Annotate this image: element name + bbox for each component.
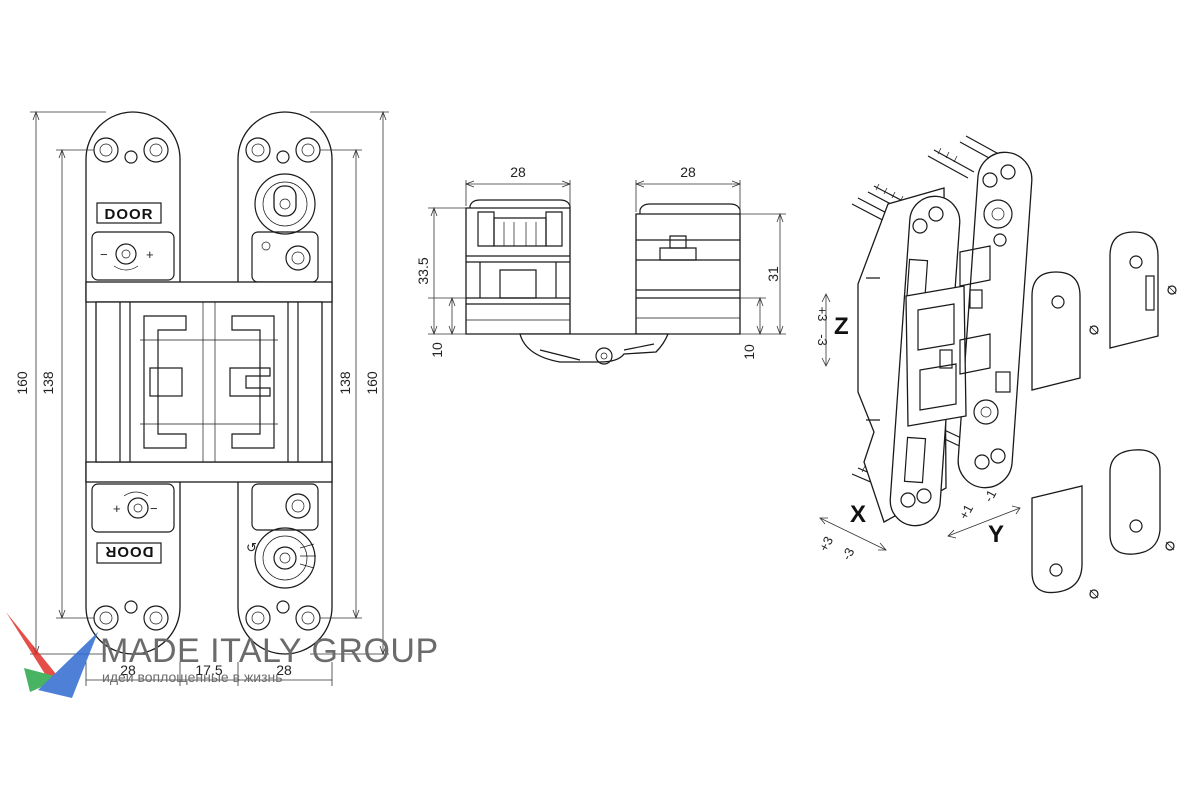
dim-width-left: 28 [120, 662, 136, 678]
isometric-view: Z +3 -3 X +3 -3 Y +1 -1 [815, 135, 1177, 599]
cover-cap-1 [1031, 271, 1081, 391]
top-dim-offset-right: 10 [741, 344, 757, 360]
top-dim-width-left: 28 [510, 164, 526, 180]
y-axis-label: Y [988, 521, 1004, 548]
dim-height-outer-left: 160 [14, 371, 30, 395]
top-dim-height-right: 31 [765, 266, 781, 282]
x-axis-label: X [850, 501, 866, 528]
x-minus: -3 [839, 545, 858, 562]
cover-cap-3 [1031, 485, 1083, 594]
brand-box-top [96, 202, 162, 224]
iso-right-plate [957, 151, 1033, 489]
vertical-adjuster-bottom: + − [91, 483, 175, 533]
z-minus: -3 [815, 334, 830, 346]
brand-label-top: DOOR [105, 206, 154, 223]
top-view: 28 28 33.5 10 31 10 [415, 164, 786, 365]
y-minus: -1 [981, 487, 1000, 504]
dim-height-inner-left: 138 [40, 371, 56, 395]
cover-cap-2 [1109, 231, 1159, 349]
top-view-left-block [465, 207, 571, 335]
front-view: DOOR DOOR − + + − [14, 110, 389, 686]
cover-caps [1031, 231, 1177, 599]
depth-adjuster-bottom: ↺ [246, 483, 319, 589]
svg-text:−: − [100, 247, 108, 262]
screw-holes-right-bottom [245, 600, 321, 631]
screw-holes-right-top [245, 137, 321, 164]
dim-gap: 17.5 [195, 662, 222, 678]
y-plus: +1 [956, 502, 976, 522]
logo-mark-icon [6, 612, 98, 698]
z-plus: +3 [815, 307, 830, 322]
front-view-dimensions: 160 138 138 160 28 17.5 [14, 110, 389, 686]
dim-height-inner-right: 138 [337, 371, 353, 395]
top-view-link-arm [519, 333, 669, 363]
svg-text:+: + [113, 501, 121, 516]
brand-box-bottom [96, 542, 162, 564]
vertical-adjuster-top: − + [91, 231, 175, 281]
svg-text:↺: ↺ [246, 540, 257, 555]
watermark-logo: MADE ITALY GROUP идеи воплощенные в жизн… [6, 612, 439, 698]
top-dim-offset-left: 10 [429, 342, 445, 358]
dim-height-outer-right: 160 [364, 371, 380, 395]
top-view-dimensions: 28 28 33.5 10 31 10 [415, 164, 786, 360]
dim-width-right: 28 [276, 662, 292, 678]
watermark-title: MADE ITALY GROUP [100, 632, 439, 670]
depth-adjuster-top [251, 173, 319, 283]
z-axis-label: Z [834, 313, 849, 340]
cover-cap-4 [1109, 449, 1161, 555]
watermark-subtitle: идеи воплощенные в жизнь [102, 669, 283, 685]
x-arrow [819, 517, 887, 551]
top-dim-width-right: 28 [680, 164, 696, 180]
y-arrow [947, 507, 1021, 537]
hinge-center-body [85, 281, 333, 483]
x-plus: +3 [816, 534, 836, 554]
iso-linkage [905, 285, 967, 427]
top-dim-height-left: 33.5 [415, 257, 431, 284]
top-view-right-block [635, 213, 741, 335]
brand-label-bottom: DOOR [105, 543, 154, 560]
svg-text:−: − [150, 501, 158, 516]
svg-text:+: + [146, 247, 154, 262]
